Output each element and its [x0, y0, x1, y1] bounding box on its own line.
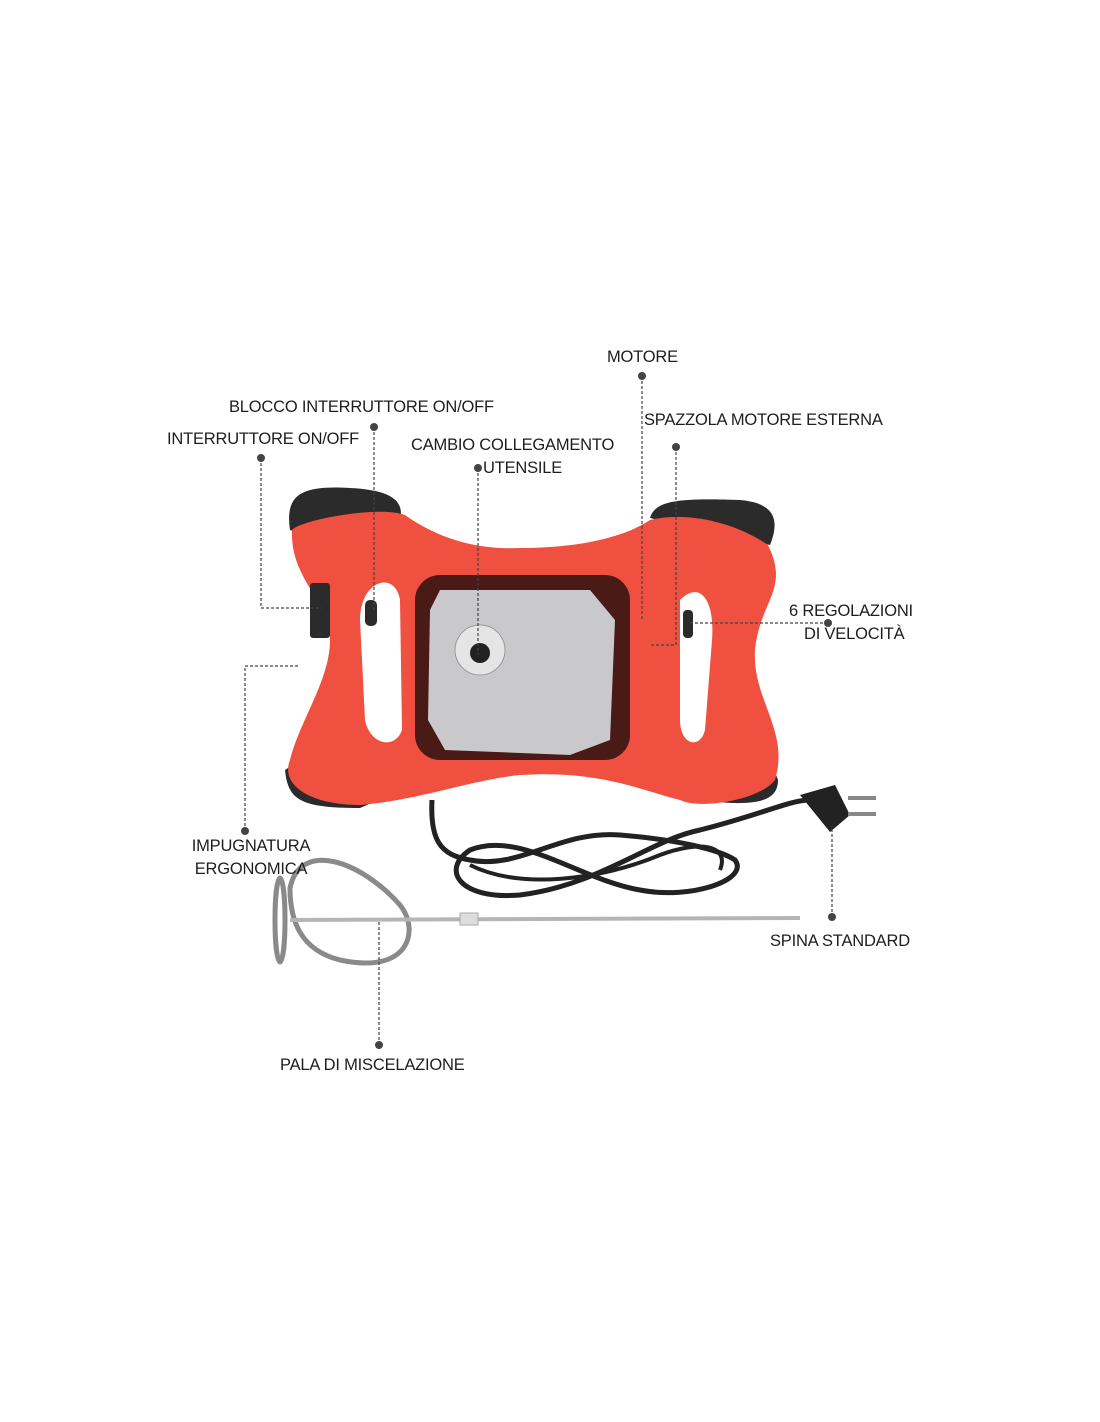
- label-speed-1: 6 REGOLAZIONI: [789, 602, 913, 620]
- label-tool-change-1: CAMBIO COLLEGAMENTO: [411, 436, 615, 454]
- power-cord: [429, 797, 811, 899]
- label-grip-1: IMPUGNATURA: [191, 837, 311, 855]
- label-brush: SPAZZOLA MOTORE ESTERNA: [644, 411, 883, 429]
- label-speed-2: DI VELOCITÀ: [804, 625, 905, 643]
- label-tool-change-2: UTENSILE: [483, 459, 563, 477]
- label-paddle: PALA DI MISCELAZIONE: [280, 1056, 465, 1074]
- leader-lines: [244, 376, 833, 1045]
- leader-dots: [241, 372, 836, 1049]
- mixing-paddle: [272, 857, 801, 966]
- plug: [800, 785, 876, 832]
- label-plug: SPINA STANDARD: [770, 932, 910, 950]
- switch-lock-button: [365, 600, 377, 626]
- speed-dial: [683, 610, 693, 638]
- label-switch: INTERRUTTORE ON/OFF: [167, 430, 360, 448]
- label-motor: MOTORE: [607, 348, 678, 366]
- motor-housing: [428, 590, 615, 755]
- label-switch-lock: BLOCCO INTERRUTTORE ON/OFF: [229, 398, 494, 416]
- label-grip-2: ERGONOMICA: [194, 860, 308, 878]
- on-off-switch: [310, 583, 330, 638]
